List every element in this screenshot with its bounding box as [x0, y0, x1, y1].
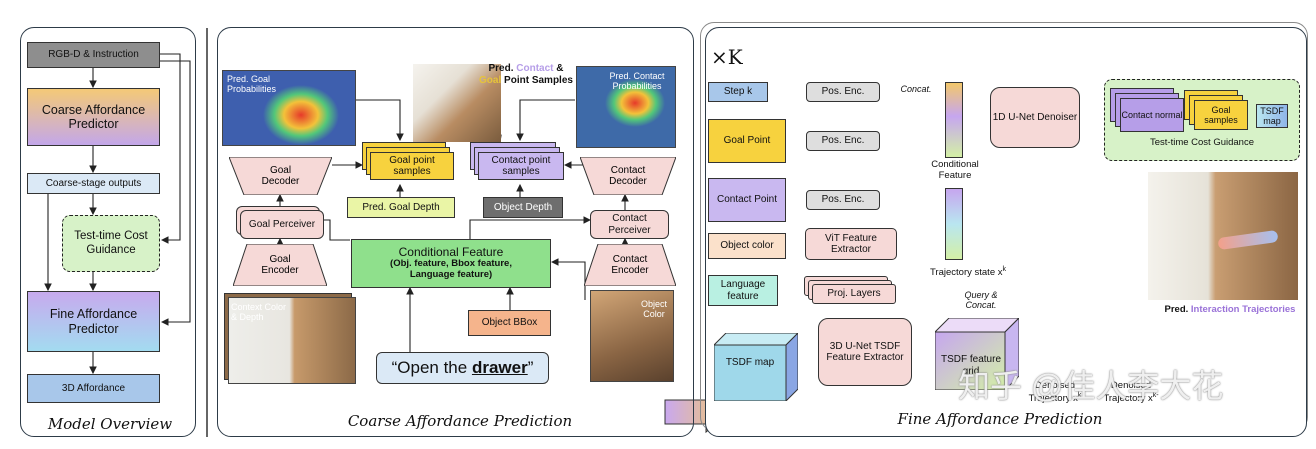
tsdf-feature-grid: TSDF feature grid [933, 316, 1021, 392]
proj-layers-stack: Proj. Layers [804, 276, 896, 304]
pos-enc-3: Pos. Enc. [806, 190, 880, 210]
pred-samples-label-a: Pred. [488, 63, 517, 74]
instruction-text-b: drawer [471, 358, 528, 378]
coarse-outputs-box: Coarse-stage outputs [27, 173, 160, 194]
goal-samples-stack: Goal samples [1184, 90, 1248, 130]
conditional-feature-label: Conditional Feature [931, 159, 979, 181]
object-bbox-box: Object BBox [468, 310, 551, 336]
pos-enc-1: Pos. Enc. [806, 82, 880, 102]
contact-card-front: Contact point samples [478, 152, 564, 180]
language-feature-box: Language feature [708, 275, 778, 306]
pred-interaction-b: Interaction Trajectories [1190, 304, 1296, 315]
trajectory-state-text: Trajectory state x [929, 267, 1003, 279]
pred-samples-label-goal: Goal [479, 74, 502, 86]
goal-decoder-label: Goal Decoder [261, 164, 300, 188]
tsdf-map-cube: TSDF map [712, 331, 800, 403]
denoised-label-2: Denoised Trajectory xk- [1100, 380, 1162, 405]
fine-caption: Fine Affordance Prediction [897, 410, 1103, 428]
contact-point-samples-stack: Contact point samples [470, 142, 565, 182]
trajectory-state-label: Trajectory state xk [918, 266, 1018, 279]
affordance3d-box: 3D Affordance [27, 374, 160, 403]
pred-samples-label-and: & [553, 63, 564, 74]
query-concat-label: Query & Concat. [964, 290, 998, 311]
goal-encoder-label: Goal Encoder [261, 253, 299, 277]
pred-goal-prob-label: Pred. Goal Probabilities [227, 74, 277, 95]
contact-point-box: Contact Point [708, 178, 786, 222]
goal-point-box: Goal Point [708, 119, 786, 163]
pred-samples-label: Pred. Contact & Goal Point Samples [476, 63, 576, 86]
contact-decoder-trap: Contact Decoder [580, 157, 676, 195]
conditional-feature-box: Conditional Feature (Obj. feature, Bbox … [351, 239, 551, 288]
gs-card-front: Goal samples [1194, 100, 1248, 130]
pred-contact-prob-label: Pred. Contact Probabilities [609, 71, 665, 92]
tsdf-feature-grid-label: TSDF feature grid [940, 354, 1002, 377]
pos-enc-2: Pos. Enc. [806, 131, 880, 151]
denoised-2-sup: k- [1152, 391, 1159, 399]
object-color-box: Object color [708, 233, 786, 259]
pred-samples-label-contact: Contact [516, 63, 554, 74]
concat-label: Concat. [900, 84, 932, 94]
contact-normal-stack: Contact normal [1110, 88, 1184, 132]
contact-probability-map: Pred. Contact Probabilities [576, 66, 676, 148]
vit-box: ViT Feature Extractor [805, 228, 897, 260]
denoised-2-text: Denoised Trajectory x [1103, 380, 1153, 405]
tsdf-map-label: TSDF map [725, 357, 775, 368]
pred-goal-depth-box: Pred. Goal Depth [347, 197, 455, 218]
unet1d-box: 1D U-Net Denoiser [990, 87, 1080, 148]
tsdf-map-small: TSDF map [1256, 104, 1288, 128]
cond-feature-title: Conditional Feature [398, 244, 504, 259]
times-k-label: ×K [711, 45, 743, 69]
watermark: 知乎 @佳人李大花 [958, 368, 1224, 404]
ttcg-box: Test-time Cost Guidance [62, 215, 160, 272]
coarse-caption: Coarse Affordance Prediction [347, 412, 573, 430]
predicted-trajectory-blob [1217, 229, 1279, 251]
cond-feature-sub: (Obj. feature, Bbox feature, Language fe… [390, 258, 512, 281]
fine-ttcg-label: Test-time Cost Guidance [1149, 137, 1254, 148]
pred-interaction-label: Pred. Interaction Trajectories [1160, 304, 1300, 316]
context-color-label: Context Color & Depth [231, 302, 287, 323]
unet3d-box: 3D U-Net TSDF Feature Extractor [818, 318, 912, 386]
goal-decoder-trap: Goal Decoder [229, 157, 332, 195]
contact-perceiver-box: Contact Perceiver [590, 210, 669, 239]
contact-encoder-trap: Contact Encoder [584, 244, 676, 286]
denoised-label-1: Denoised Trajectory xk [1024, 380, 1086, 405]
scene-point-cloud [413, 64, 501, 142]
coarse-predictor-box: Coarse Affordance Predictor [27, 88, 160, 146]
overview-caption: Model Overview [47, 415, 173, 433]
contact-encoder-label: Contact Encoder [611, 253, 649, 277]
contact-decoder-label: Contact Decoder [609, 164, 647, 188]
overview-panel [20, 27, 196, 437]
object-depth-box: Object Depth [483, 197, 563, 218]
trajectory-state-bar [945, 188, 963, 260]
denoised-1-sup: k [1077, 391, 1082, 399]
step-k-box: Step k [708, 82, 768, 102]
object-color-label: Object Color [640, 299, 667, 320]
pred-samples-label-b: Point Samples [501, 74, 573, 86]
goal-perceiver-box: Goal Perceiver [240, 210, 324, 239]
cn-card-front: Contact normal [1120, 98, 1184, 132]
interaction-photo [1148, 172, 1298, 300]
instruction-text-a: “Open the [391, 358, 468, 378]
rgbd-instruction-box: RGB-D & Instruction [27, 42, 160, 68]
trajectory-state-sup: k [1002, 266, 1007, 273]
denoised-1-text: Denoised Trajectory x [1028, 380, 1078, 405]
instruction-text-c: ” [527, 358, 534, 378]
fine-predictor-box: Fine Affordance Predictor [27, 291, 160, 352]
coarse-panel [217, 27, 694, 437]
context-color-photo: Context Color & Depth [228, 297, 356, 384]
goal-card-front: Goal point samples [370, 152, 454, 180]
conditional-feature-bar [945, 82, 963, 158]
instruction-box: “Open the drawer” [376, 352, 549, 384]
proj-card-front: Proj. Layers [812, 284, 896, 304]
pred-interaction-a: Pred. [1164, 304, 1191, 315]
goal-point-samples-stack: Goal point samples [362, 142, 454, 182]
object-color-photo: Object Color [590, 290, 674, 382]
goal-encoder-trap: Goal Encoder [233, 244, 327, 286]
goal-probability-map: Pred. Goal Probabilities [222, 70, 356, 146]
